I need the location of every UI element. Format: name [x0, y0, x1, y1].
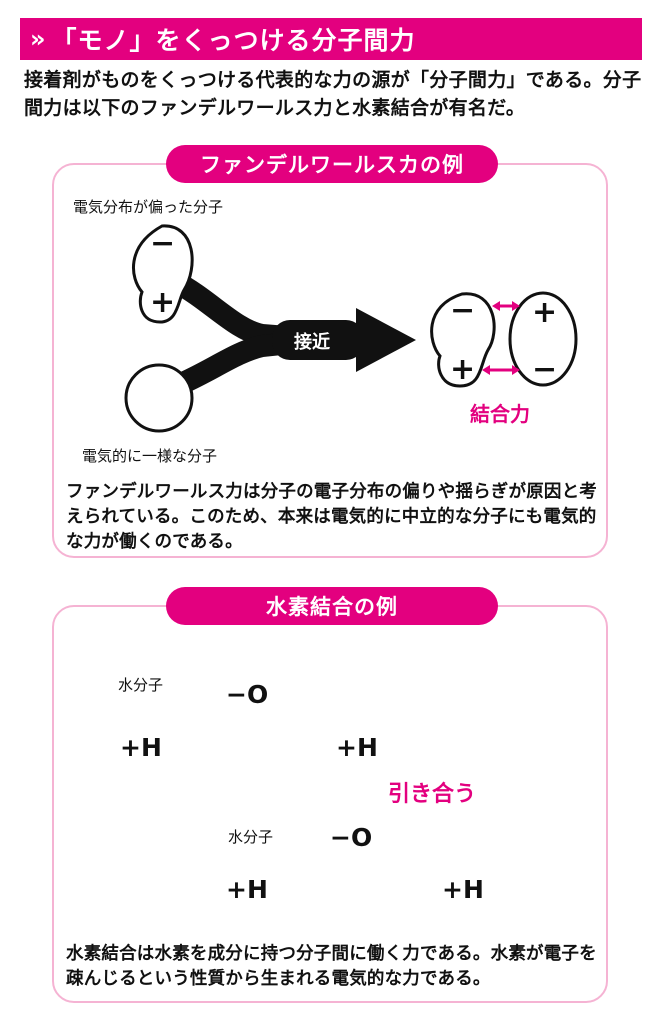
approach-label: 接近 — [294, 332, 330, 353]
induced-molecule — [508, 291, 578, 387]
hbond-caption: 水素結合は水素を成分に持つ分子間に働く力である。水素が電子を疎んじるという性質か… — [66, 944, 597, 989]
bond-force-label: 結合力 — [470, 402, 530, 426]
polarized-molecule-2 — [430, 292, 496, 388]
vdw-pill-title: ファンデルワールスカの例 — [166, 145, 498, 183]
water2-hydrogen-right: +H — [442, 875, 484, 904]
charge-minus-1: − — [150, 226, 176, 261]
section-header: » 「モノ」をくっつける分子間力 — [20, 18, 642, 60]
bond-arrows — [482, 301, 520, 375]
hbond-panel — [52, 605, 608, 1003]
label-polarized-molecule: 電気分布が偏った分子 — [73, 198, 224, 216]
charge-plus-1: + — [150, 285, 176, 320]
label-water-2: 水分子 — [228, 828, 274, 846]
attract-label: 引き合う — [388, 782, 477, 807]
charge-plus-2: + — [450, 352, 476, 387]
water1-oxygen: −O — [226, 680, 269, 709]
water2-oxygen: −O — [330, 823, 373, 852]
uniform-molecule — [124, 363, 194, 433]
charge-minus-3: − — [532, 352, 558, 387]
approach-arrow — [165, 271, 416, 397]
section-title: 「モノ」をくっつける分子間力 — [51, 26, 416, 55]
water2-hydrogen-left: +H — [226, 875, 268, 904]
charge-plus-3: + — [532, 295, 558, 330]
water1-hydrogen-left: +H — [120, 733, 162, 762]
hbond-pill-title: 水素結合の例 — [166, 587, 498, 625]
vdw-caption: ファンデルワールス力は分子の電子分布の偏りや揺らぎが原因と考えられている。このた… — [66, 482, 597, 552]
charge-minus-2: − — [450, 293, 476, 328]
label-water-1: 水分子 — [118, 676, 164, 694]
polarized-molecule — [131, 224, 194, 324]
label-uniform-molecule: 電気的に一様な分子 — [82, 447, 218, 465]
intro-text: 接着剤がものをくっつける代表的な力の源が「分子間力」である。分子間力は以下のファ… — [24, 69, 642, 119]
water1-hydrogen-right: +H — [336, 733, 378, 762]
